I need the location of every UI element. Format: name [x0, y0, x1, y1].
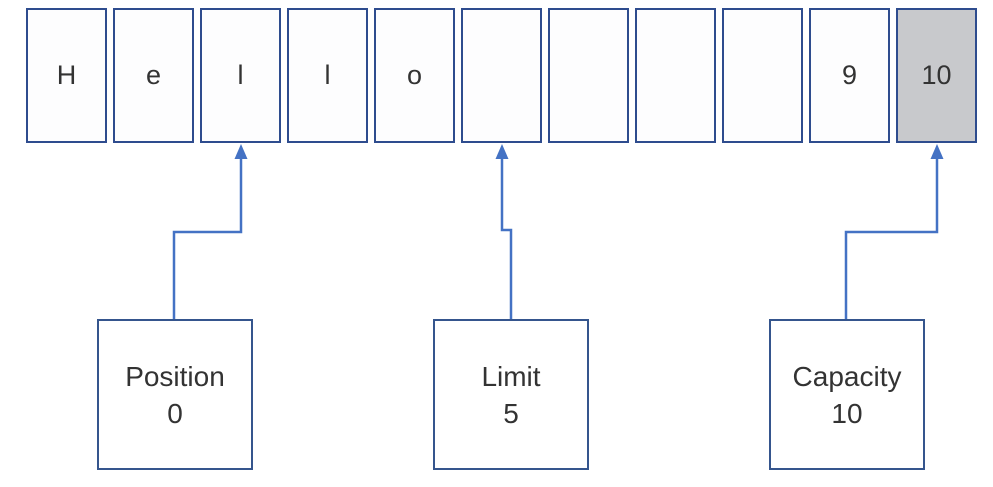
position-value: 0: [167, 397, 183, 429]
buffer-cell: 9: [809, 8, 890, 143]
capacity-value: 10: [831, 397, 863, 429]
capacity-box: Capacity 10: [769, 319, 925, 470]
capacity-label: Capacity: [792, 360, 902, 392]
buffer-cell-value: 10: [921, 60, 952, 90]
buffer-cell-value: 9: [841, 60, 858, 90]
limit-box: Limit 5: [433, 319, 589, 470]
buffer-cell: H: [26, 8, 107, 143]
buffer-cell: e: [113, 8, 194, 143]
buffer-cell-value: e: [145, 60, 162, 90]
position-label: Position: [125, 360, 225, 392]
limit-value: 5: [503, 397, 519, 429]
position-box: Position 0: [97, 319, 253, 470]
buffer-cell: [461, 8, 542, 143]
buffer-cell: l: [287, 8, 368, 143]
buffer-cell: [722, 8, 803, 143]
buffer-cell-value: o: [406, 60, 423, 90]
buffer-cell: 10: [896, 8, 977, 143]
buffer-cell: [548, 8, 629, 143]
buffer-cell-value: l: [237, 60, 244, 90]
buffer-cell: [635, 8, 716, 143]
buffer-cell-value: H: [56, 60, 77, 90]
capacity-arrow: [844, 144, 944, 319]
limit-label: Limit: [481, 360, 541, 392]
buffer-cell-value: l: [324, 60, 331, 90]
position-arrow: [172, 144, 248, 319]
limit-arrow: [495, 144, 513, 319]
buffer-cell: o: [374, 8, 455, 143]
buffer-cell: l: [200, 8, 281, 143]
